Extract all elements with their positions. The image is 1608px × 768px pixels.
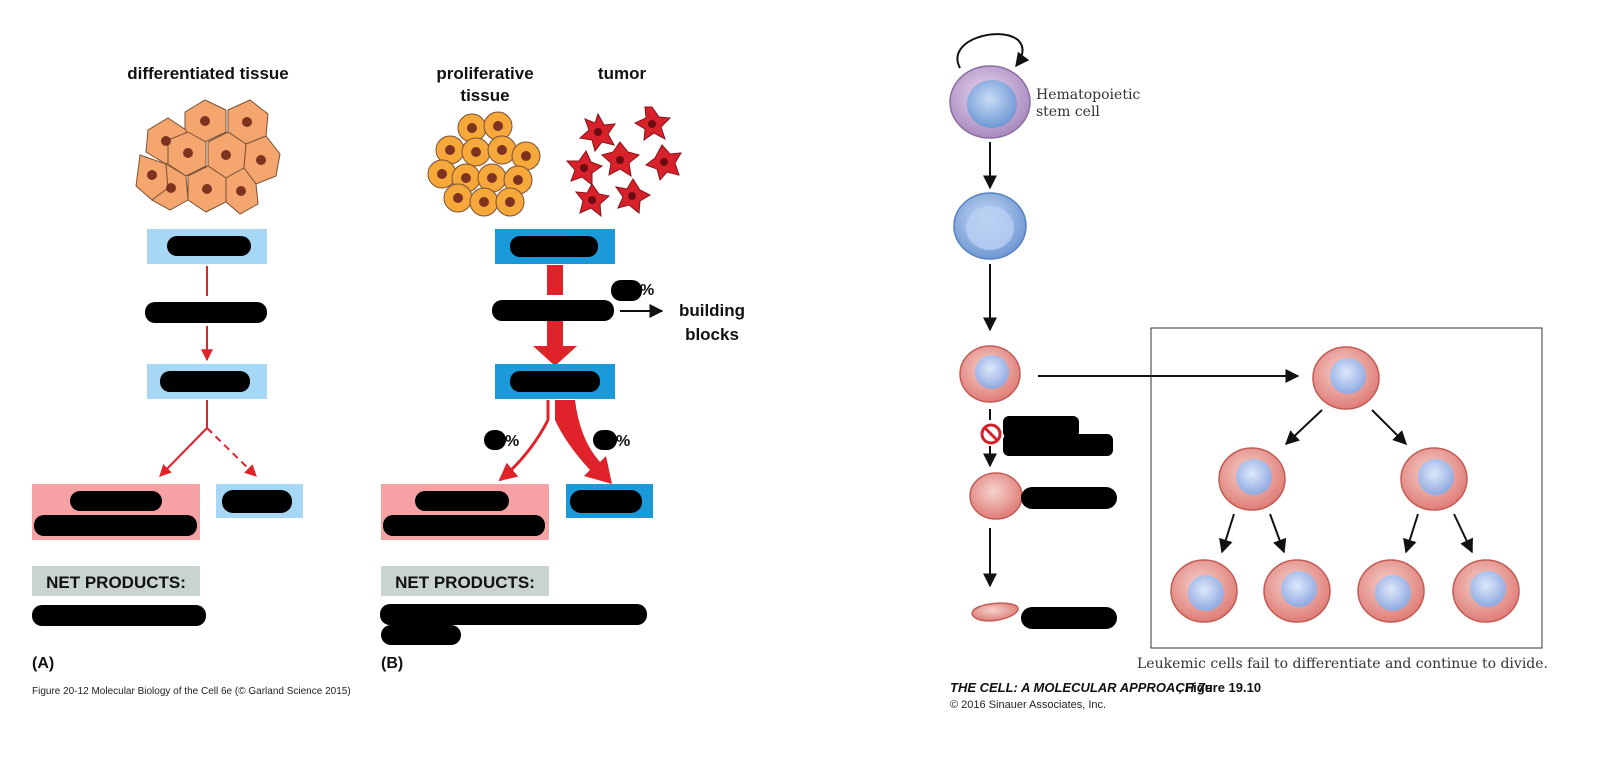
leukemic-cell	[1263, 559, 1331, 623]
redaction-bar	[222, 490, 292, 513]
red-blood-cell	[971, 602, 1019, 622]
percent-right: %	[616, 433, 630, 450]
panel-a-title: differentiated tissue	[127, 64, 289, 83]
thick-flow-arrow	[547, 321, 563, 349]
panel-label-a: (A)	[32, 655, 54, 672]
division-arrows	[1219, 409, 1473, 554]
leukemic-cell	[1170, 559, 1238, 623]
net-products-box	[381, 566, 549, 596]
thick-flow-arrow	[547, 265, 563, 295]
redaction-bar	[383, 515, 545, 536]
stem-cell-label: Hematopoietic	[1036, 87, 1140, 103]
progenitor-cell	[953, 192, 1027, 260]
thick-branch-arrow	[555, 400, 612, 484]
redaction-bar	[510, 236, 598, 257]
self-renewal-arrow	[956, 33, 1030, 69]
thick-flow-arrowhead	[533, 346, 577, 366]
stem-cell	[949, 65, 1031, 139]
flow-arrow-dashed	[206, 427, 257, 477]
panel-label-b: (B)	[381, 655, 403, 672]
panel-b-title-proliferative: proliferative	[436, 64, 533, 83]
panel-b: proliferative tissue tumor	[380, 64, 745, 672]
proliferative-tissue-cells	[427, 111, 541, 217]
redaction-bar	[415, 491, 509, 511]
redaction-bar	[1003, 416, 1079, 438]
net-products-label: NET PRODUCTS:	[395, 573, 535, 592]
percent-left: %	[505, 433, 519, 450]
tumor-cells	[565, 106, 682, 218]
redaction-bar	[1021, 607, 1117, 629]
redaction-bar	[611, 280, 642, 301]
reticulocyte-cell	[969, 472, 1023, 520]
leukemic-cell	[1400, 447, 1468, 511]
redaction-bar	[381, 625, 461, 645]
redaction-bar	[32, 605, 206, 626]
leukemia-box	[1150, 327, 1543, 649]
net-products-label: NET PRODUCTS:	[46, 573, 186, 592]
flow-arrow	[159, 427, 208, 477]
redaction-bar	[167, 236, 251, 256]
redaction-bar	[380, 604, 647, 625]
redaction-bar	[484, 430, 506, 450]
erythroblast-cell	[959, 345, 1021, 403]
redaction-bar	[160, 371, 250, 392]
leukemia-caption: Leukemic cells fail to differentiate and…	[1137, 656, 1548, 672]
stem-cell-label-line2: stem cell	[1036, 104, 1100, 120]
block-icon	[980, 423, 1002, 445]
leukemic-cells	[1170, 346, 1520, 623]
percent-side: %	[640, 282, 654, 299]
redaction-bar	[492, 300, 614, 321]
redaction-bar	[34, 515, 197, 536]
redaction-bar	[145, 302, 267, 323]
figure-ref: , Figure 19.10	[1178, 680, 1261, 695]
redaction-bar	[510, 371, 600, 392]
panel-a: differentiated tissue	[32, 64, 303, 672]
left-figure-caption: Figure 20-12 Molecular Biology of the Ce…	[32, 686, 351, 697]
redaction-bar	[70, 491, 162, 511]
hematopoiesis-figure: Hematopoietic stem cell	[949, 33, 1548, 672]
book-title: THE CELL: A MOLECULAR APPROACH 7e	[950, 680, 1212, 695]
leukemic-cell	[1452, 559, 1520, 623]
redaction-bar	[1003, 434, 1113, 456]
redaction-bar	[1021, 487, 1117, 509]
panel-b-title-tumor: tumor	[598, 64, 647, 83]
leukemic-cell	[1312, 346, 1380, 410]
right-figure-credit: THE CELL: A MOLECULAR APPROACH 7e , Figu…	[950, 680, 1261, 711]
panel-b-title-proliferative-line2: tissue	[460, 86, 509, 105]
building-blocks-label: building	[679, 301, 745, 320]
building-blocks-label-line2: blocks	[685, 325, 739, 344]
redaction-bar	[570, 490, 642, 513]
flow-arrow	[498, 419, 550, 482]
copyright: © 2016 Sinauer Associates, Inc.	[950, 699, 1106, 711]
leukemic-cell	[1218, 447, 1286, 511]
net-products-box	[32, 566, 200, 596]
differentiated-tissue-cells	[135, 99, 281, 215]
leukemic-cell	[1357, 559, 1425, 623]
redaction-bar	[593, 430, 617, 450]
